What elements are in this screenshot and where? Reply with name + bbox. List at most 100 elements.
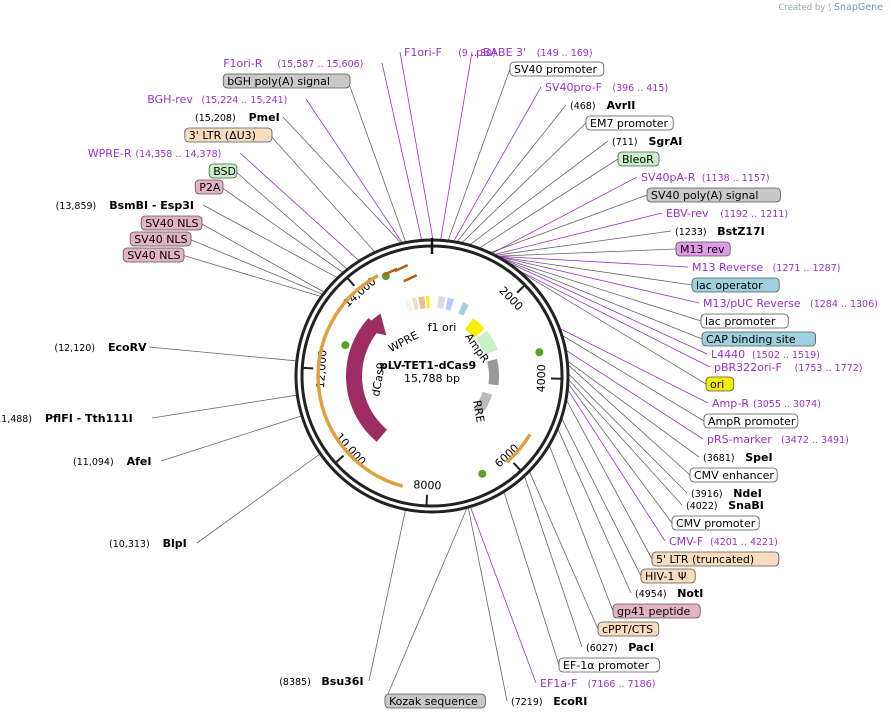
leader-line: [566, 350, 704, 440]
label-cap[interactable]: CAP binding site: [701, 331, 816, 347]
feature-coords: (11,488): [0, 414, 32, 425]
label-sv40nls3[interactable]: SV40 NLS: [122, 247, 185, 263]
label-ef1a[interactable]: EF-1α promoter: [558, 657, 660, 673]
label-cppt[interactable]: cPPT/CTS: [597, 621, 660, 637]
label-hiv1psi[interactable]: HIV-1 Ψ: [640, 568, 696, 584]
label-prs-marker[interactable]: pRS-marker(3472 .. 3491): [707, 433, 849, 446]
feature-coords: (1233): [675, 227, 707, 238]
label-m13rev[interactable]: M13 rev: [675, 241, 731, 257]
label-em7[interactable]: EM7 promoter: [585, 115, 674, 131]
leader-line: [529, 471, 599, 630]
feature-name: BleoR: [622, 153, 654, 166]
label-p2a[interactable]: P2A: [194, 179, 224, 195]
label-ori[interactable]: ori: [705, 376, 735, 392]
credit-brand: SnapGene: [834, 2, 883, 13]
leader-line: [453, 86, 542, 241]
label-ecorv[interactable]: EcoRV(12,120): [54, 341, 147, 354]
label-afei[interactable]: AfeI(11,094): [73, 455, 151, 468]
feature-coords: (711): [612, 137, 638, 148]
label-ef1a-f[interactable]: EF1a-F(7166 .. 7186): [540, 677, 655, 690]
feature-badge: [184, 127, 273, 143]
leader-line: [498, 248, 677, 257]
leader-line: [151, 394, 297, 419]
feature-coords: (6027): [586, 643, 618, 654]
feature-badge: [701, 331, 816, 347]
label-gp41[interactable]: gp41 peptide: [612, 603, 701, 619]
label-spei[interactable]: SpeI(3681): [703, 451, 773, 464]
label-bsmbi[interactable]: BsmBI - Esp3I(13,859): [56, 199, 194, 212]
label-snabi[interactable]: SnaBI(4022): [686, 499, 764, 512]
feature-name: EF1a-F: [540, 677, 577, 690]
feature-name: F1ori-R: [223, 57, 263, 70]
feature-name: WPRE-R: [88, 147, 132, 160]
small-feature-block: [404, 299, 414, 313]
feature-name: lac promoter: [705, 315, 776, 328]
label-wpre-r[interactable]: WPRE-R(14,358 .. 14,378): [88, 147, 222, 160]
label-cmv-promoter[interactable]: CMV promoter: [671, 515, 760, 531]
label-bsu36i[interactable]: Bsu36I(8385): [279, 675, 363, 688]
label-amp-r[interactable]: Amp-R(3055 .. 3074): [712, 397, 821, 410]
label-cmv-f[interactable]: CMV-F(4201 .. 4221): [669, 535, 778, 548]
label-bgh-rev[interactable]: BGH-rev(15,224 .. 15,241): [147, 93, 287, 106]
label-noti[interactable]: NotI(4954): [635, 587, 703, 600]
label-bgh-polya[interactable]: bGH poly(A) signal: [222, 73, 351, 89]
label-cmv-enhancer[interactable]: CMV enhancer: [689, 467, 778, 483]
label-sv40pro-f[interactable]: SV40pro-F(396 .. 415): [545, 81, 668, 94]
feature-name: 3' LTR (ΔU3): [189, 129, 256, 142]
leader-line: [220, 186, 343, 273]
feature-badge: [558, 657, 660, 673]
label-sv40-promoter[interactable]: SV40 promoter: [509, 61, 605, 77]
feature-badge: [691, 277, 780, 293]
label-l4440[interactable]: L4440(1502 .. 1519): [711, 348, 820, 361]
small-feature-block: [445, 297, 454, 311]
label-kozak[interactable]: Kozak sequence: [384, 693, 486, 709]
feature-coords: (13,859): [56, 201, 97, 212]
leader-line: [567, 361, 700, 458]
feature-badge: [640, 568, 696, 584]
label-bsd[interactable]: BSD: [208, 163, 238, 179]
label-paci[interactable]: PacI(6027): [586, 641, 654, 654]
label-m13puc[interactable]: M13/pUC Reverse(1284 .. 1306): [703, 297, 878, 310]
feature-coords: (14,358 .. 14,378): [135, 149, 221, 160]
label-m13reverse[interactable]: M13 Reverse(1271 .. 1287): [692, 261, 840, 274]
label-ltr5[interactable]: 5' LTR (truncated): [651, 551, 780, 567]
label-ebv-rev[interactable]: EBV-rev(1192 .. 1211): [666, 207, 788, 220]
feature-badge: [140, 215, 203, 231]
feature-name: M13/pUC Reverse: [703, 297, 801, 310]
feature-coords: (11,094): [73, 457, 114, 468]
label-ecori[interactable]: EcoRI(7219): [511, 695, 587, 708]
small-feature-block: [418, 296, 426, 310]
feature-name: PmeI: [249, 111, 280, 124]
label-lac-operator[interactable]: lac operator: [691, 277, 780, 293]
label-sgrai[interactable]: SgrAI(711): [612, 135, 682, 148]
label-avrii[interactable]: AvrII(468): [570, 99, 635, 112]
feature-badge: [597, 621, 660, 637]
feature-name: lac operator: [696, 279, 763, 292]
label-sv40nls1[interactable]: SV40 NLS: [140, 215, 203, 231]
feature-badge: [384, 693, 486, 709]
label-bstz17i[interactable]: BstZ17I(1233): [675, 225, 765, 238]
feature-name: SV40 NLS: [134, 233, 187, 246]
feature-badge: [194, 179, 224, 195]
label-pmei[interactable]: PmeI(15,208): [195, 111, 280, 124]
leader-line: [494, 212, 663, 255]
label-ampr-promoter[interactable]: AmpR promoter: [703, 413, 799, 429]
label-pbabe3[interactable]: pBABE 3'(149 .. 169): [476, 46, 593, 59]
small-feature-block: [458, 302, 469, 316]
label-sv40-polya[interactable]: SV40 poly(A) signal: [646, 187, 781, 203]
label-ltr3[interactable]: 3' LTR (ΔU3): [184, 127, 273, 143]
label-lac-promoter[interactable]: lac promoter: [700, 313, 789, 329]
label-ndei[interactable]: NdeI(3916): [691, 487, 762, 500]
label-pflfi[interactable]: PflFI - Tth111I(11,488): [0, 412, 133, 425]
label-pbr322ori-f[interactable]: pBR322ori-F(1753 .. 1772): [714, 361, 862, 374]
feature-coords: (3916): [691, 489, 723, 500]
label-f1ori-f[interactable]: F1ori-F(9 .. 30): [404, 46, 496, 59]
label-sv40nls2[interactable]: SV40 NLS: [129, 231, 192, 247]
feature-name: EcoRI: [553, 695, 587, 708]
label-f1ori-r[interactable]: F1ori-R(15,587 .. 15,606): [223, 57, 363, 70]
label-blpi[interactable]: BlpI(10,313): [109, 537, 187, 550]
label-sv40pa-r[interactable]: SV40pA-R(1138 .. 1157): [641, 171, 770, 184]
direction-arrow-icon: [394, 264, 409, 273]
label-bleor[interactable]: BleoR: [617, 151, 660, 167]
feature-coords: (4022): [686, 501, 718, 512]
